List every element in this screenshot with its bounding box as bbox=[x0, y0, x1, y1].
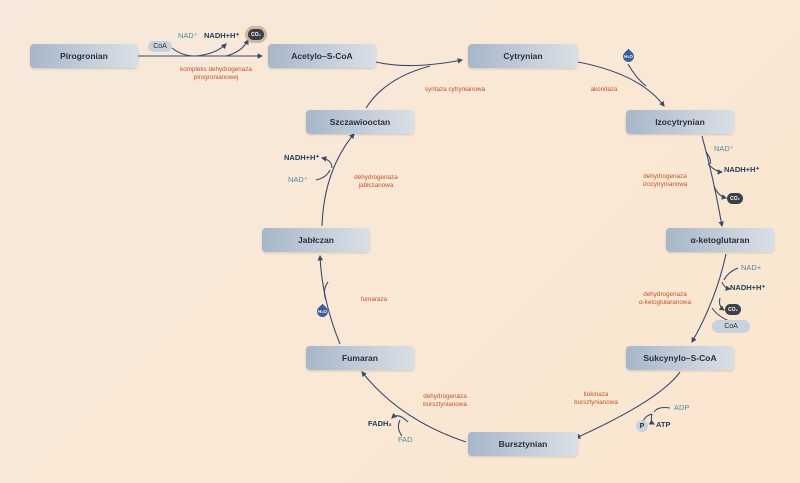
enzyme-sdh: dehydrogenaza bursztynianowa bbox=[414, 393, 476, 409]
enzyme-cs: syntaza cytrynianowa bbox=[424, 86, 486, 93]
nad-plus-label: NAD+ bbox=[741, 263, 762, 272]
fad-label: FAD bbox=[398, 435, 413, 444]
compound-jablczan: Jabłczan bbox=[262, 228, 370, 252]
enzyme-pdh-line1: kompleks dehydrogenaza bbox=[180, 66, 252, 73]
enzyme-sdh-line2: bursztynianowa bbox=[423, 401, 467, 408]
phosphate-icon: P bbox=[636, 420, 648, 432]
compound-pirogronian: Pirogronian bbox=[30, 44, 138, 68]
enzyme-mdh: dehydrogenaza jabłczanowa bbox=[346, 174, 406, 190]
arrow-mdh-nad-in bbox=[315, 169, 331, 181]
nadh-label: NADH+H⁺ bbox=[724, 165, 760, 174]
water-label: H₂O bbox=[318, 309, 327, 314]
arrow-scs bbox=[574, 371, 681, 439]
enzyme-fum: fumaraza bbox=[360, 296, 388, 303]
nad-label: NAD⁺ bbox=[178, 31, 198, 40]
compound-sukcynylo-s-coa: Sukcynylo–S-CoA bbox=[626, 346, 734, 370]
arrow-idh-co2-out bbox=[713, 185, 728, 200]
arrow-kgdh-co2-out bbox=[718, 297, 725, 311]
nadh-label: NADH+H⁺ bbox=[284, 153, 320, 162]
water-drop-icon: H₂O bbox=[620, 48, 637, 65]
arrow-sdh bbox=[361, 371, 467, 443]
compound-izocytrynian: Izocytrynian bbox=[626, 110, 734, 134]
enzyme-scs-line1: tiokinaza bbox=[583, 391, 609, 398]
compound-szczawiooctan: Szczawiooctan bbox=[306, 110, 414, 134]
enzyme-kgdh: dehydrogenaza α-ketoglutaranowa bbox=[628, 291, 702, 307]
co2-icon: CO₂ bbox=[725, 304, 741, 315]
enzyme-idh-line2: izocytrynianowa bbox=[642, 181, 688, 188]
compound-fumaran: Fumaran bbox=[306, 346, 414, 370]
arrow-idh bbox=[701, 135, 724, 228]
enzyme-scs: tiokinaza bursztynianowa bbox=[566, 391, 626, 407]
arrow-pdh-coa-in bbox=[171, 47, 196, 57]
arrow-kgdh bbox=[691, 253, 727, 343]
enzyme-mdh-line1: dehydrogenaza bbox=[354, 174, 398, 181]
enzyme-idh: dehydrogenaza izocytrynianowa bbox=[632, 173, 698, 189]
fadh2-label: FADH₂ bbox=[368, 419, 392, 428]
arrow-pdh-co2-out bbox=[225, 39, 249, 57]
arrow-kgdh-nadh-out bbox=[721, 281, 732, 291]
enzyme-kgdh-line1: dehydrogenaza bbox=[643, 291, 687, 298]
nadh-label: NADH+H⁺ bbox=[204, 31, 240, 40]
arrow-pdh-nadh-out bbox=[195, 43, 227, 57]
arrow-kgdh-nad-in bbox=[723, 267, 739, 281]
compound-acetylo-s-coa: Acetylo–S-CoA bbox=[268, 44, 376, 68]
arrow-cs-oaa bbox=[365, 65, 431, 109]
water-label: H₂O bbox=[624, 54, 633, 59]
arrow-aco-h2o bbox=[627, 63, 647, 87]
coa-pill: CoA bbox=[712, 320, 750, 333]
enzyme-pdh-line2: pirogronianowej bbox=[193, 74, 239, 81]
enzyme-scs-line2: bursztynianowa bbox=[574, 399, 618, 406]
atp-label: ATP bbox=[656, 420, 671, 429]
enzyme-mdh-line2: jabłczanowa bbox=[358, 182, 394, 189]
water-drop-icon: H₂O bbox=[314, 303, 331, 320]
coa-pill: CoA bbox=[148, 41, 172, 52]
arrow-scs-atp-out bbox=[648, 413, 655, 425]
co2-icon: CO₂ bbox=[248, 29, 264, 40]
adp-label: ADP bbox=[674, 403, 690, 412]
nad-label: NAD⁺ bbox=[714, 144, 734, 153]
arrow-fum bbox=[317, 254, 341, 345]
co2-icon: CO₂ bbox=[727, 193, 743, 204]
arrow-mdh bbox=[321, 133, 355, 227]
arrow-mdh-nadh-out bbox=[320, 156, 333, 169]
enzyme-idh-line1: dehydrogenaza bbox=[643, 173, 687, 180]
arrow-idh-nadh-out bbox=[707, 163, 724, 175]
nadh-label: NADH+H⁺ bbox=[730, 283, 766, 292]
compound-alfa-ketoglutaran: α-ketoglutaran bbox=[666, 228, 774, 252]
arrow-sdh-fad-in bbox=[397, 419, 403, 437]
arrow-scs-adp-in bbox=[653, 406, 671, 413]
enzyme-aco: akonitaza bbox=[590, 86, 618, 93]
arrow-idh-nad-in bbox=[705, 151, 712, 165]
nad-label: NAD⁺ bbox=[288, 175, 308, 184]
arrow-sdh-fadh2-out bbox=[391, 412, 409, 423]
arrow-cs-acetyl bbox=[375, 58, 464, 67]
enzyme-pdh: kompleks dehydrogenaza pirogronianowej bbox=[168, 66, 264, 82]
enzyme-sdh-line1: dehydrogenaza bbox=[423, 393, 467, 400]
arrow-fum-h2o bbox=[323, 281, 329, 301]
enzyme-kgdh-line2: α-ketoglutaranowa bbox=[639, 299, 691, 306]
compound-cytrynian: Cytrynian bbox=[468, 44, 578, 68]
arrow-aco bbox=[577, 61, 665, 107]
compound-bursztynian: Bursztynian bbox=[468, 432, 578, 456]
